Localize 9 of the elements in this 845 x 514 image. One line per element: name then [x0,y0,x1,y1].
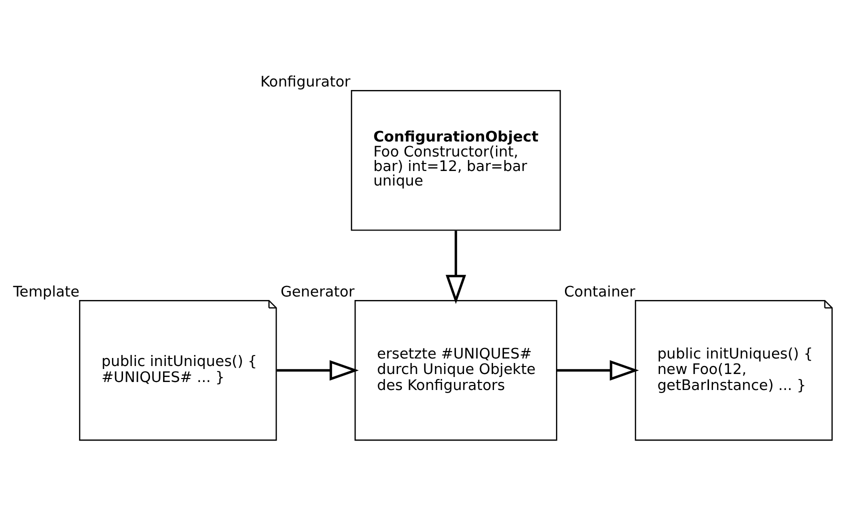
arrow [276,360,359,380]
node-box: ConfigurationObject Foo Constructor(int, bar) int=12, bar=bar unique [350,90,561,230]
node-label: Konfigurator [260,73,350,90]
node-label: Container [564,282,636,300]
node-box: ersetzte #UNIQUES# durch Unique Objekte des Konfigurators [354,299,558,440]
arrow [556,360,639,380]
node-label: Template [13,282,80,300]
arrow [446,230,466,304]
node-label: Generator [280,282,354,300]
